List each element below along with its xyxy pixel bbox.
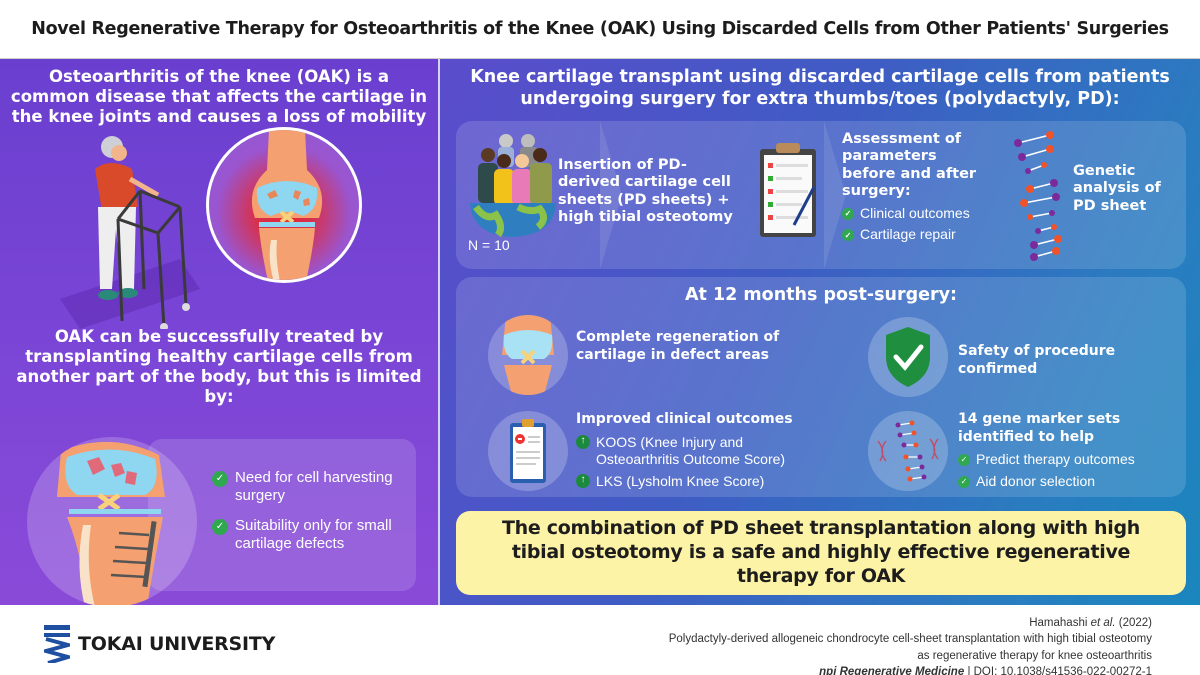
tokai-logo-mark-icon xyxy=(44,625,70,663)
step-assessment-text: Assessment of parameters before and afte… xyxy=(842,131,977,200)
limitation-item: ✓Need for cell harvesting surgery xyxy=(212,469,412,505)
citation-title-2: as regenerative therapy for knee osteoar… xyxy=(917,649,1152,662)
limitations-list: ✓Need for cell harvesting surgery ✓Suita… xyxy=(212,469,412,565)
result-safety: Safety of procedure confirmed xyxy=(958,343,1116,377)
gene-marker-uses-list: ✓Predict therapy outcomes ✓Aid donor sel… xyxy=(958,451,1178,490)
step-assessment: Assessment of parameters before and afte… xyxy=(842,131,992,248)
conclusion-text: The combination of PD sheet transplantat… xyxy=(501,517,1141,587)
check-icon: ✓ xyxy=(958,454,970,466)
limitation-item: ✓Suitability only for small cartilage de… xyxy=(212,517,412,553)
left-heading: Osteoarthritis of the knee (OAK) is a co… xyxy=(10,67,428,127)
score-item: ↑LKS (Lysholm Knee Score) xyxy=(576,473,826,491)
regenerated-knee-icon xyxy=(488,315,568,395)
method-steps-band xyxy=(456,121,1186,269)
check-icon: ✓ xyxy=(842,229,854,242)
result-regeneration: Complete regeneration of cartilage in de… xyxy=(576,329,780,363)
right-heading: Knee cartilage transplant using discarde… xyxy=(470,67,1170,109)
shield-check-icon xyxy=(868,317,948,397)
citation-authors: Hamahashi et al. (2022) xyxy=(1029,617,1152,629)
score-item: ↑KOOS (Knee Injury and Osteoarthritis Ou… xyxy=(576,434,826,469)
sample-size-label: N = 10 xyxy=(468,237,510,253)
arrow-up-icon: ↑ xyxy=(576,434,590,449)
citation-journal-line: npj Regenerative Medicine | DOI: 10.1038… xyxy=(819,665,1152,675)
step-insertion-text: Insertion of PD-derived cartilage cell s… xyxy=(558,157,733,226)
check-icon: ✓ xyxy=(212,519,228,535)
citation: Hamahashi et al. (2022) Polydactyly-deri… xyxy=(669,615,1152,675)
check-icon: ✓ xyxy=(212,471,228,487)
results-panel: At 12 months post-surgery: Complete rege… xyxy=(456,277,1186,497)
assessment-list: ✓Clinical outcomes ✓Cartilage repair xyxy=(842,205,992,244)
panel-divider xyxy=(438,59,440,606)
step-genetic-analysis-text: Genetic analysis of PD sheet xyxy=(1073,163,1161,214)
result-gene-markers: 14 gene marker sets identified to help ✓… xyxy=(958,411,1178,494)
check-icon: ✓ xyxy=(958,475,970,488)
knee-osteotomy-plate-illustration xyxy=(27,437,197,607)
step-chevron xyxy=(600,121,622,269)
clinical-scores-list: ↑KOOS (Knee Injury and Osteoarthritis Ou… xyxy=(576,434,826,491)
page-title: Novel Regenerative Therapy for Osteoarth… xyxy=(31,19,1169,39)
check-icon: ✓ xyxy=(842,207,854,220)
dna-helix-icon xyxy=(1014,131,1062,261)
elderly-walker-illustration xyxy=(60,136,200,329)
gene-use-item: ✓Predict therapy outcomes xyxy=(958,451,1178,469)
logo-text: TOKAI UNIVERSITY xyxy=(78,633,276,655)
medical-clipboard-icon xyxy=(488,411,568,491)
dna-cluster-icon xyxy=(868,411,948,491)
title-bar: Novel Regenerative Therapy for Osteoarth… xyxy=(0,0,1200,58)
limitations-box xyxy=(148,439,416,591)
clipboard-checklist-icon xyxy=(760,143,816,237)
tokai-university-logo: TOKAI UNIVERSITY xyxy=(44,625,275,663)
left-subheading: OAK can be successfully treated by trans… xyxy=(16,327,422,407)
assessment-item: ✓Clinical outcomes xyxy=(842,205,992,222)
results-heading: At 12 months post-surgery: xyxy=(684,285,958,305)
gene-use-item: ✓Aid donor selection xyxy=(958,473,1178,491)
patients-globe-icon xyxy=(470,134,556,237)
infographic-body: Osteoarthritis of the knee (OAK) is a co… xyxy=(0,58,1200,607)
step-chevron xyxy=(824,121,846,269)
conclusion-box: The combination of PD sheet transplantat… xyxy=(456,511,1186,595)
assessment-item: ✓Cartilage repair xyxy=(842,226,992,243)
citation-title-1: Polydactyly-derived allogeneic chondrocy… xyxy=(668,633,1152,646)
inflamed-knee-joint-illustration xyxy=(206,127,362,283)
arrow-up-icon: ↑ xyxy=(576,473,590,488)
footer: TOKAI UNIVERSITY Hamahashi et al. (2022)… xyxy=(0,605,1200,675)
result-clinical-outcomes: Improved clinical outcomes ↑KOOS (Knee I… xyxy=(576,411,826,494)
left-panel: Osteoarthritis of the knee (OAK) is a co… xyxy=(0,59,438,607)
